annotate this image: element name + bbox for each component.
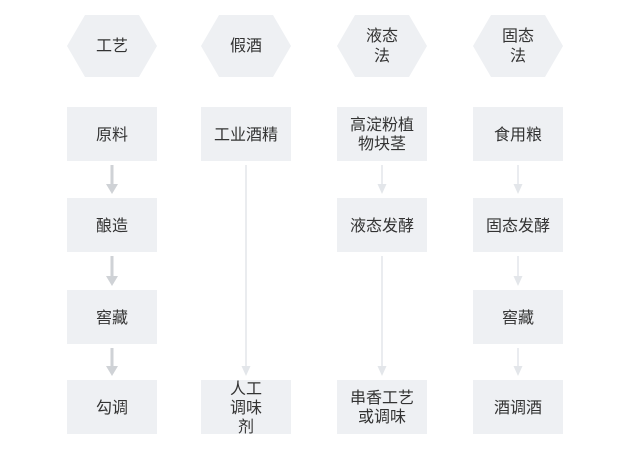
- node-cellaring-solid: 窖藏: [473, 290, 563, 344]
- arrow-col3-1: [377, 165, 387, 194]
- node-blending-label: 勾调: [95, 397, 128, 417]
- node-cellaring-label: 窖藏: [95, 307, 128, 327]
- arrow-head: [513, 276, 523, 286]
- node-cellaring: 窖藏: [67, 290, 157, 344]
- header-fake-liquor: 假酒: [201, 15, 291, 77]
- node-brewing: 酿造: [67, 198, 157, 252]
- header-solid-method-label: 固态法: [501, 26, 534, 65]
- node-edible-grain: 食用粮: [473, 107, 563, 161]
- arrow-col2-1: [241, 165, 251, 376]
- arrow-col4-2: [513, 256, 523, 286]
- arrow-head: [106, 366, 118, 376]
- header-liquid-method-label: 液态法: [365, 26, 398, 65]
- header-solid-method: 固态法: [473, 15, 563, 77]
- arrow-head: [377, 184, 387, 194]
- arrow-head: [377, 366, 387, 376]
- node-edible-grain-label: 食用粮: [493, 124, 542, 144]
- node-brewing-label: 酿造: [95, 215, 128, 235]
- node-blending: 勾调: [67, 380, 157, 434]
- node-starch-tubers: 高淀粉植物块茎: [337, 107, 427, 161]
- arrow-col4-1: [513, 165, 523, 194]
- arrow-head: [513, 184, 523, 194]
- arrow-head: [241, 366, 251, 376]
- node-raw-material-label: 原料: [95, 124, 128, 144]
- node-industrial-alcohol: 工业酒精: [201, 107, 291, 161]
- arrow-col1-2: [106, 256, 118, 286]
- node-liquid-fermentation-label: 液态发酵: [349, 215, 414, 235]
- arrow-col4-3: [513, 348, 523, 376]
- node-blending-with-liquor-label: 酒调酒: [493, 397, 542, 417]
- node-blending-with-liquor: 酒调酒: [473, 380, 563, 434]
- arrow-col1-1: [106, 165, 118, 194]
- node-solid-fermentation-label: 固态发酵: [485, 215, 550, 235]
- node-cellaring-solid-label: 窖藏: [501, 307, 534, 327]
- node-aroma-process-label: 串香工艺或调味: [349, 388, 414, 426]
- node-solid-fermentation: 固态发酵: [473, 198, 563, 252]
- arrow-head: [513, 366, 523, 376]
- arrow-col1-3: [106, 348, 118, 376]
- node-liquid-fermentation: 液态发酵: [337, 198, 427, 252]
- node-industrial-alcohol-label: 工业酒精: [213, 124, 278, 144]
- header-liquid-method: 液态法: [337, 15, 427, 77]
- header-process-label: 工艺: [95, 36, 128, 55]
- arrow-head: [106, 276, 118, 286]
- node-artificial-flavoring-label: 人工调味剂: [229, 378, 262, 436]
- header-fake-liquor-label: 假酒: [229, 36, 262, 55]
- node-artificial-flavoring: 人工调味剂: [201, 378, 291, 436]
- node-starch-tubers-label: 高淀粉植物块茎: [349, 115, 414, 153]
- node-aroma-process: 串香工艺或调味: [337, 380, 427, 434]
- arrow-col3-2: [377, 256, 387, 376]
- header-process: 工艺: [67, 15, 157, 77]
- arrow-head: [106, 184, 118, 194]
- node-raw-material: 原料: [67, 107, 157, 161]
